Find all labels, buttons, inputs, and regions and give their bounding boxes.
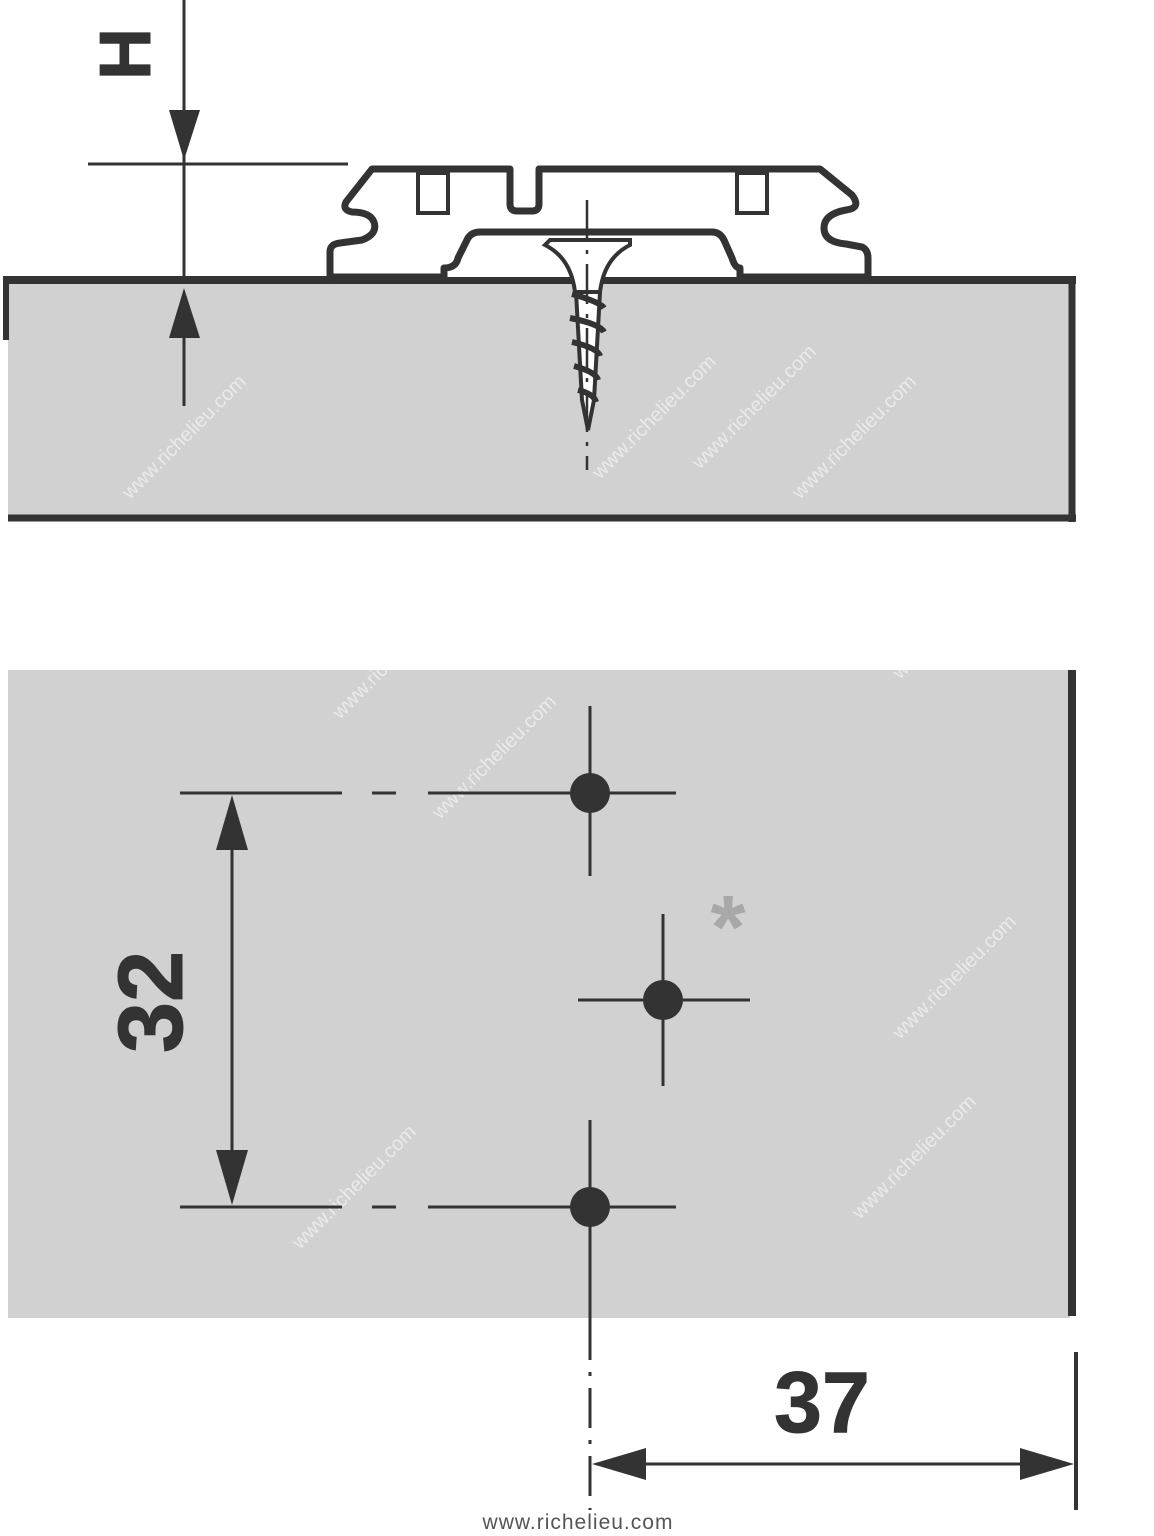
drill-hole-center (643, 980, 683, 1020)
side-view: www.richelieu.com www.richelieu.com www.… (3, 0, 1076, 522)
edge-distance-dimension: 37 (592, 1352, 1078, 1510)
height-dimension: H (86, 0, 348, 406)
hole-spacing-label: 32 (100, 951, 202, 1053)
hole-spacing-dimension: 32 (100, 795, 248, 1205)
front-view: www.richelieu.com www.richelieu.com www.… (8, 551, 1078, 1510)
cabinet-panel-section (8, 280, 1072, 518)
asterisk-note: * (710, 878, 745, 978)
drill-hole-lower (570, 1187, 610, 1227)
drill-hole-upper (570, 773, 610, 813)
footer-url: www.richelieu.com (482, 1511, 674, 1534)
edge-distance-label: 37 (774, 1355, 870, 1451)
cabinet-panel-face (8, 670, 1070, 1318)
svg-text:www.richelieu.com: www.richelieu.com (887, 551, 1020, 684)
height-label: H (86, 28, 166, 80)
